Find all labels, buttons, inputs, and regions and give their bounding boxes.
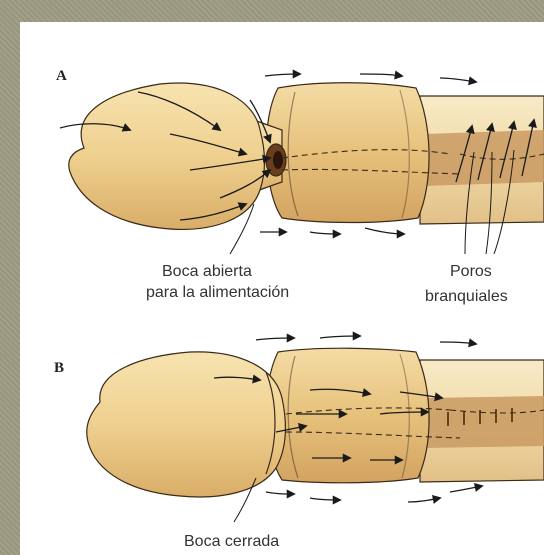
panel-a-letter: A: [56, 68, 67, 84]
label-gill-pores-line1: Poros: [450, 263, 492, 280]
panel-b: B: [54, 336, 544, 550]
label-mouth-open-line2: para la alimentación: [146, 284, 289, 301]
acorn-worm-diagram: A: [20, 22, 544, 555]
proboscis-b: [87, 352, 286, 497]
panel-b-letter: B: [54, 360, 64, 376]
collar-a: [266, 83, 429, 223]
diagram-panel: A: [20, 22, 544, 555]
label-gill-pores-line2: branquiales: [425, 288, 508, 305]
pharynx-b: [424, 396, 544, 448]
panel-a: A: [56, 68, 544, 305]
label-mouth-closed: Boca cerrada: [184, 533, 279, 550]
label-mouth-open-line1: Boca abierta: [162, 263, 252, 280]
collar-b: [266, 348, 429, 483]
